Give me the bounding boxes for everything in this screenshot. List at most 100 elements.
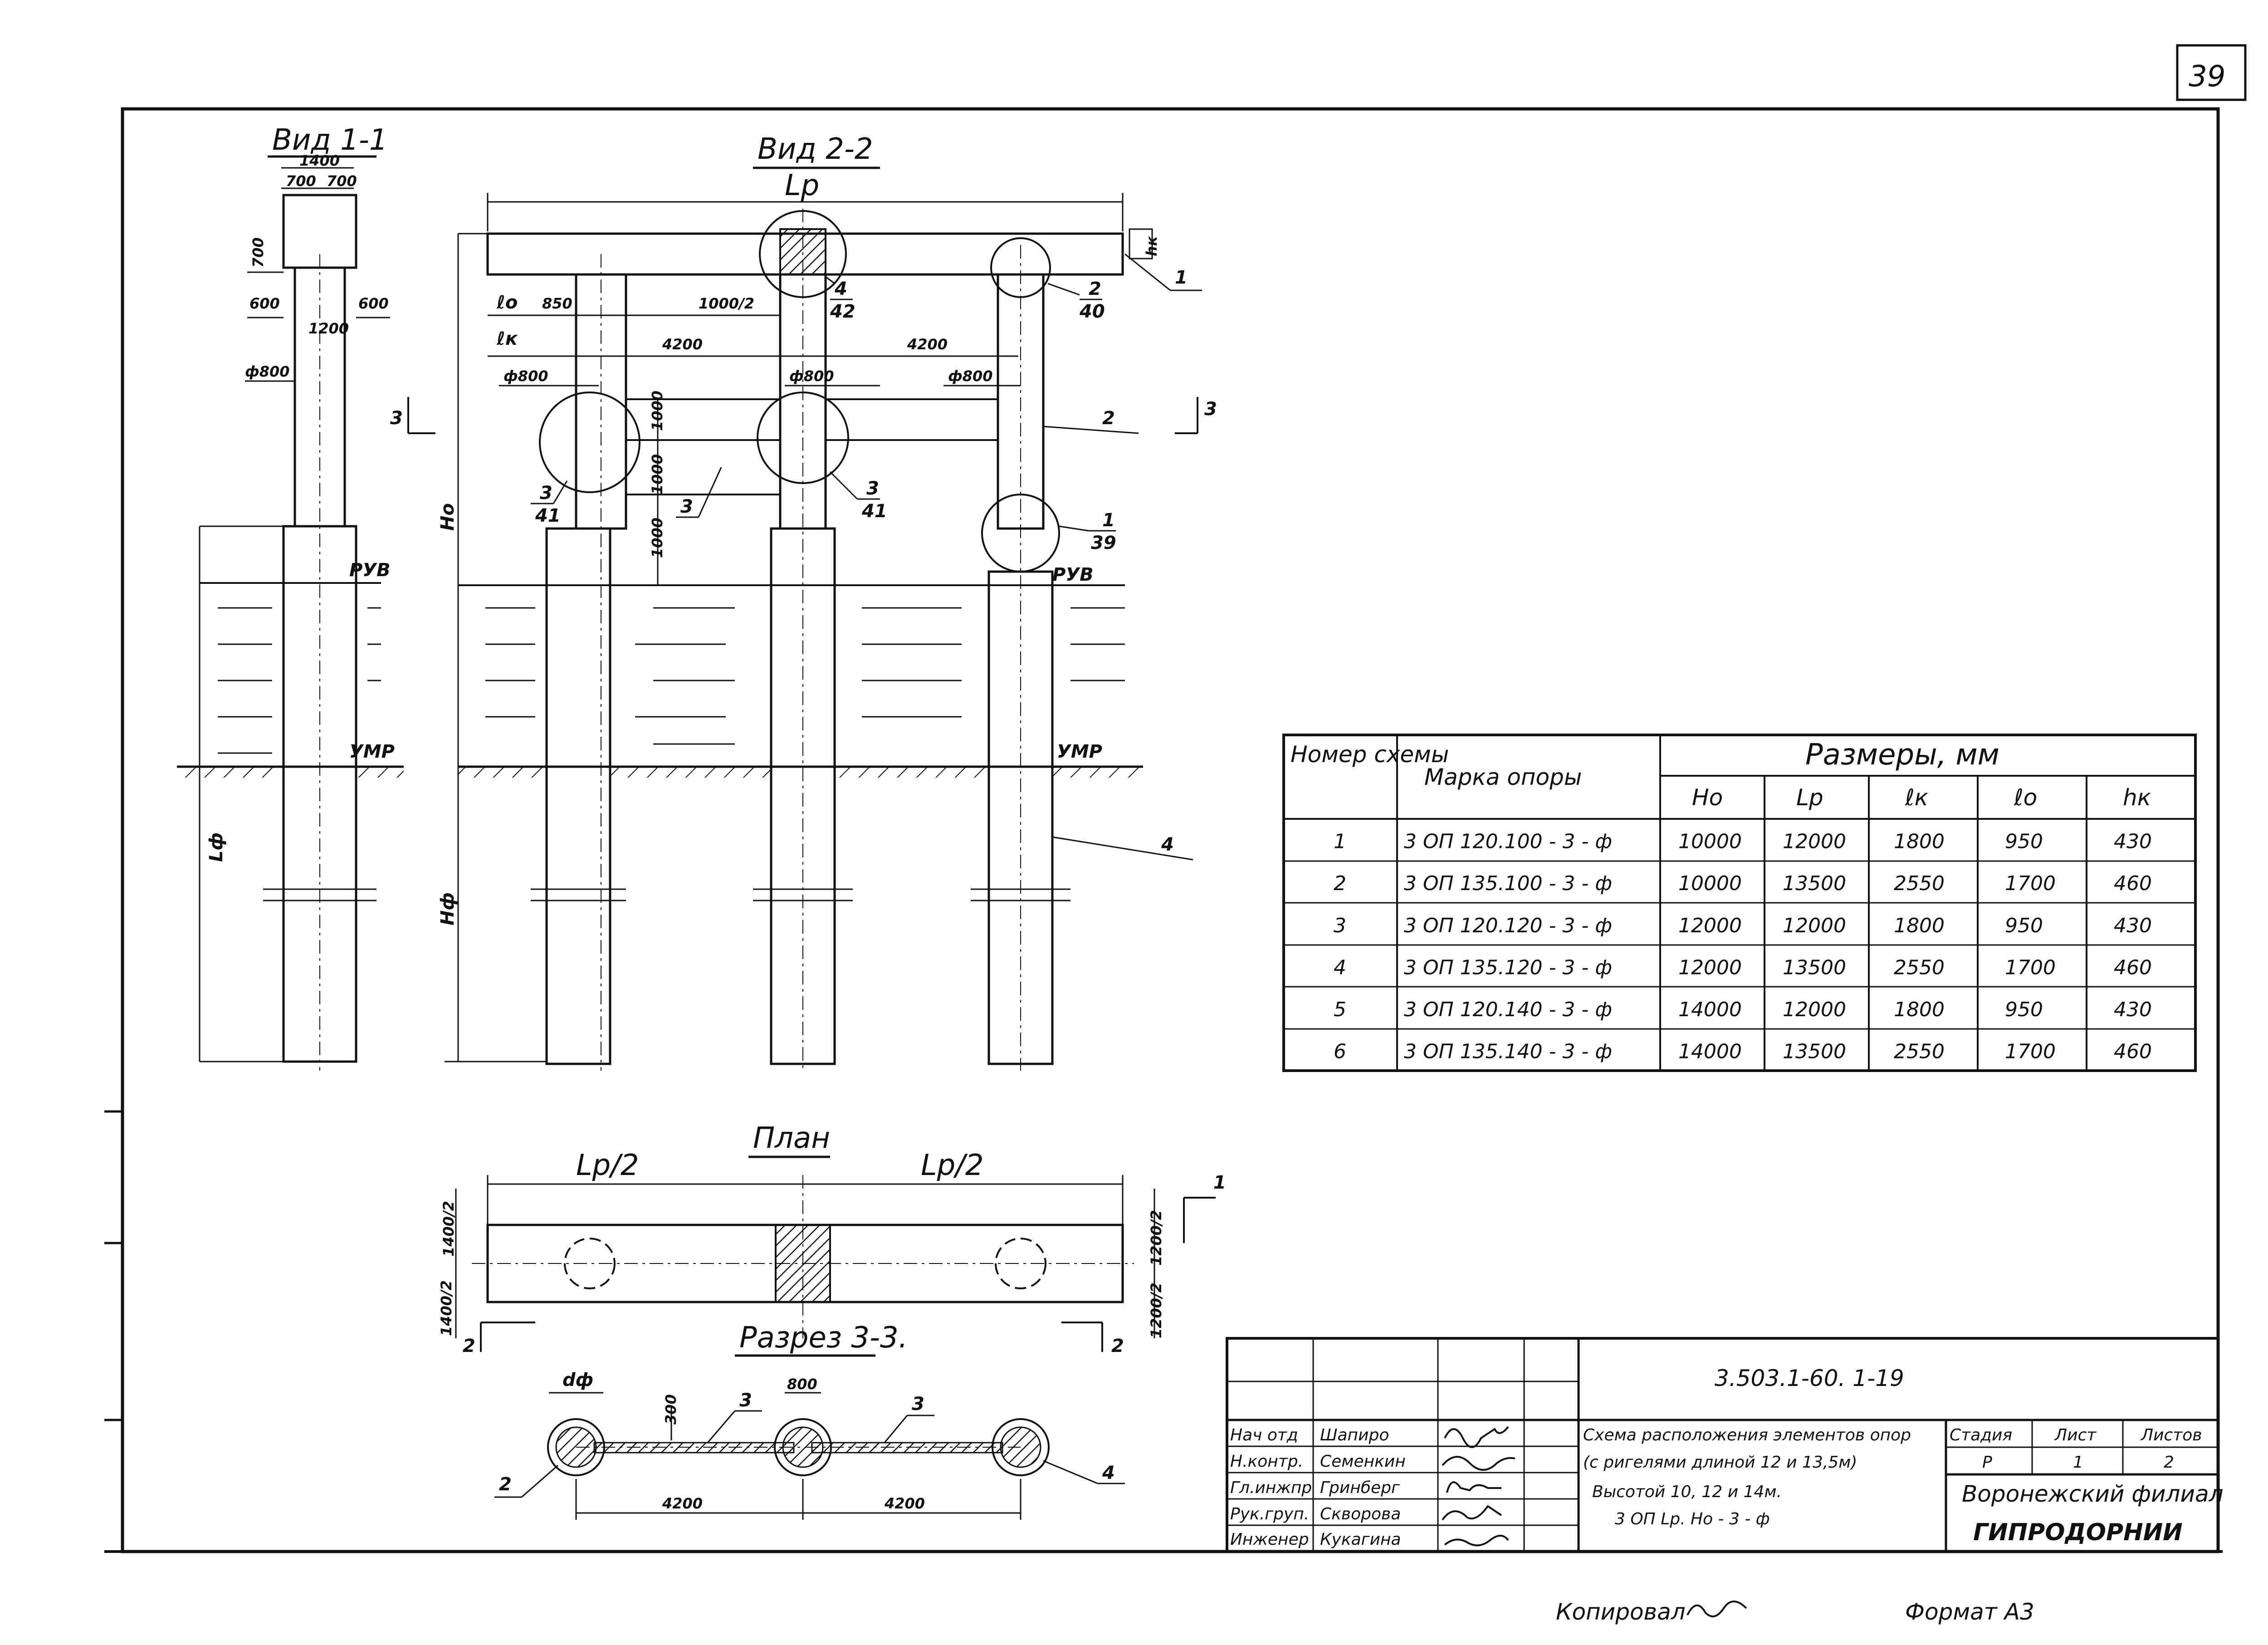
plan-dim-lp2-right: Lp/2 bbox=[921, 1149, 984, 1182]
dim-850: 850 bbox=[542, 295, 572, 312]
table-cell-value: 1800 bbox=[1894, 914, 1945, 937]
stamp-title-2: Высотой 10, 12 и 14м. bbox=[1592, 1483, 1782, 1501]
stamp-title-0: Схема расположения элементов опор bbox=[1583, 1426, 1911, 1444]
table-cell-scheme: 2 bbox=[1334, 872, 1346, 895]
table-cell-value: 1800 bbox=[1894, 830, 1945, 853]
dim-700c: 700 bbox=[249, 237, 267, 268]
leader-4: 4 bbox=[1052, 834, 1193, 861]
mark-hf: Нф bbox=[437, 892, 458, 925]
table-cell-value: 10000 bbox=[1678, 872, 1742, 895]
stamp-org-branch: Воронежский филиал bbox=[1962, 1481, 2224, 1507]
dim-600a: 600 bbox=[249, 295, 280, 312]
dim-700a: 700 bbox=[286, 172, 316, 190]
footer-copied: Копировал bbox=[1556, 1599, 1686, 1625]
view-1-1: Вид 1-1 1400 700 700 700 600 600 1200 ф8… bbox=[177, 123, 404, 1071]
callout-3-41-left: 3 41 bbox=[531, 480, 568, 526]
table-cell-value: 950 bbox=[2005, 914, 2043, 937]
copier-signature bbox=[1686, 1601, 1747, 1617]
table-cell-scheme: 1 bbox=[1334, 830, 1346, 853]
svg-text:41: 41 bbox=[861, 501, 887, 522]
stamp-stage-label: Стадия bbox=[1950, 1426, 2012, 1444]
svg-text:41: 41 bbox=[535, 505, 561, 526]
plan-joint bbox=[775, 1224, 831, 1303]
table-cell-value: 1700 bbox=[2005, 956, 2056, 979]
sec-dim-300: 300 bbox=[662, 1394, 679, 1425]
callout-3-41-mid: 3 41 bbox=[829, 471, 887, 522]
stamp-org-name: ГИПРОДОРНИИ bbox=[1973, 1519, 2183, 1546]
table-cell-value: 13500 bbox=[1783, 956, 1846, 979]
svg-text:3: 3 bbox=[540, 483, 552, 504]
plan-section-2-right: 2 bbox=[1061, 1322, 1124, 1356]
dim-1000b: 1000 bbox=[649, 454, 666, 494]
stamp-sheet: 1 bbox=[2073, 1453, 2083, 1472]
th-lk: ℓк bbox=[1905, 784, 1928, 811]
table-cell-scheme: 5 bbox=[1334, 998, 1346, 1021]
sec-dim-df: dф bbox=[562, 1370, 593, 1390]
table-cell-value: 13500 bbox=[1783, 872, 1846, 895]
sec-leader-3a: 3 bbox=[707, 1390, 762, 1443]
leader-1: 1 bbox=[1124, 253, 1202, 291]
plan-section-1: 1 bbox=[1183, 1172, 1226, 1243]
th-ho: Но bbox=[1692, 784, 1723, 811]
th-scheme: Номер схемы bbox=[1290, 741, 1449, 768]
stamp-role-4: Инженер bbox=[1230, 1530, 1309, 1549]
dia-800-b: ф800 bbox=[789, 367, 834, 385]
svg-text:2: 2 bbox=[1089, 279, 1101, 299]
svg-text:2: 2 bbox=[463, 1336, 475, 1356]
leader-3: 3 bbox=[676, 467, 722, 518]
table-cell-value: 460 bbox=[2114, 956, 2152, 979]
table-cell-value: 10000 bbox=[1678, 830, 1742, 853]
table-cell-value: 950 bbox=[2005, 998, 2043, 1021]
sec-dim-800: 800 bbox=[787, 1376, 817, 1393]
stamp-sheet-label: Лист bbox=[2054, 1426, 2097, 1444]
th-scheme-text: Номер схемы bbox=[1290, 741, 1449, 768]
svg-text:4: 4 bbox=[1161, 834, 1174, 855]
svg-text:2: 2 bbox=[1111, 1336, 1124, 1356]
sec-dim-4200a: 4200 bbox=[662, 1495, 703, 1512]
table-cell-scheme: 6 bbox=[1334, 1040, 1346, 1063]
svg-text:42: 42 bbox=[830, 301, 855, 322]
callout-4-42: 4 42 bbox=[825, 276, 855, 322]
table-cell-value: 12000 bbox=[1783, 998, 1846, 1021]
view-2-2: Вид 2-2 Lр ℓo 850 1000/2 ℓк 4200 4200 ф8… bbox=[390, 132, 1217, 1071]
th-hk: hк bbox=[2123, 784, 2151, 811]
th-sizes: Размеры, мм bbox=[1805, 738, 1999, 772]
stamp-doc-code: 3.503.1-60. 1-19 bbox=[1715, 1365, 1904, 1391]
table-cell-value: 430 bbox=[2114, 914, 2152, 937]
mark-ruv-2: РУВ bbox=[1052, 564, 1094, 585]
sheet-number-box: 39 bbox=[2176, 44, 2247, 101]
stamp-role-2: Гл.инжпр bbox=[1230, 1479, 1312, 1497]
section-mark-3-right: 3 bbox=[1175, 397, 1217, 434]
dim-700b: 700 bbox=[327, 172, 357, 190]
table-cell-mark: 3 ОП 135.100 - 3 - ф bbox=[1404, 872, 1612, 895]
mark-lf: Lф bbox=[206, 832, 227, 862]
dim-600b: 600 bbox=[358, 295, 389, 312]
dim-1400: 1400 bbox=[299, 152, 340, 169]
svg-text:3: 3 bbox=[390, 408, 403, 429]
dia-800-v11: ф800 bbox=[245, 363, 290, 380]
mark-ho: Но bbox=[437, 503, 458, 531]
stamp-sheets: 2 bbox=[2164, 1453, 2174, 1472]
plan-dim-1200-bot: 1200/2 bbox=[1148, 1283, 1165, 1338]
stamp-stage: Р bbox=[1982, 1453, 1992, 1472]
table-cell-value: 1700 bbox=[2005, 1040, 2056, 1063]
section-mark-3-left: 3 bbox=[390, 397, 435, 434]
table-cell-mark: 3 ОП 120.140 - 3 - ф bbox=[1404, 998, 1612, 1021]
table-cell-value: 460 bbox=[2114, 1040, 2152, 1063]
sec-leader-3b: 3 bbox=[884, 1394, 934, 1443]
svg-text:3: 3 bbox=[866, 478, 879, 499]
stamp-name-1: Семенкин bbox=[1320, 1452, 1406, 1471]
table-cell-value: 14000 bbox=[1678, 998, 1742, 1021]
dim-lp: Lр bbox=[785, 169, 819, 202]
plan-dim-1200-top: 1200/2 bbox=[1148, 1210, 1165, 1266]
stamp-name-0: Шапиро bbox=[1320, 1426, 1389, 1444]
dia-800-a: ф800 bbox=[503, 367, 548, 385]
svg-text:2: 2 bbox=[499, 1474, 512, 1495]
svg-text:1: 1 bbox=[1102, 510, 1115, 531]
section-3-3: Разрез 3-3. dф 800 300 4200 4200 2 bbox=[494, 1321, 1125, 1520]
svg-text:40: 40 bbox=[1079, 301, 1105, 322]
svg-text:39: 39 bbox=[1091, 533, 1116, 553]
plan-title: План bbox=[753, 1121, 830, 1155]
stamp-role-3: Рук.груп. bbox=[1230, 1505, 1309, 1523]
